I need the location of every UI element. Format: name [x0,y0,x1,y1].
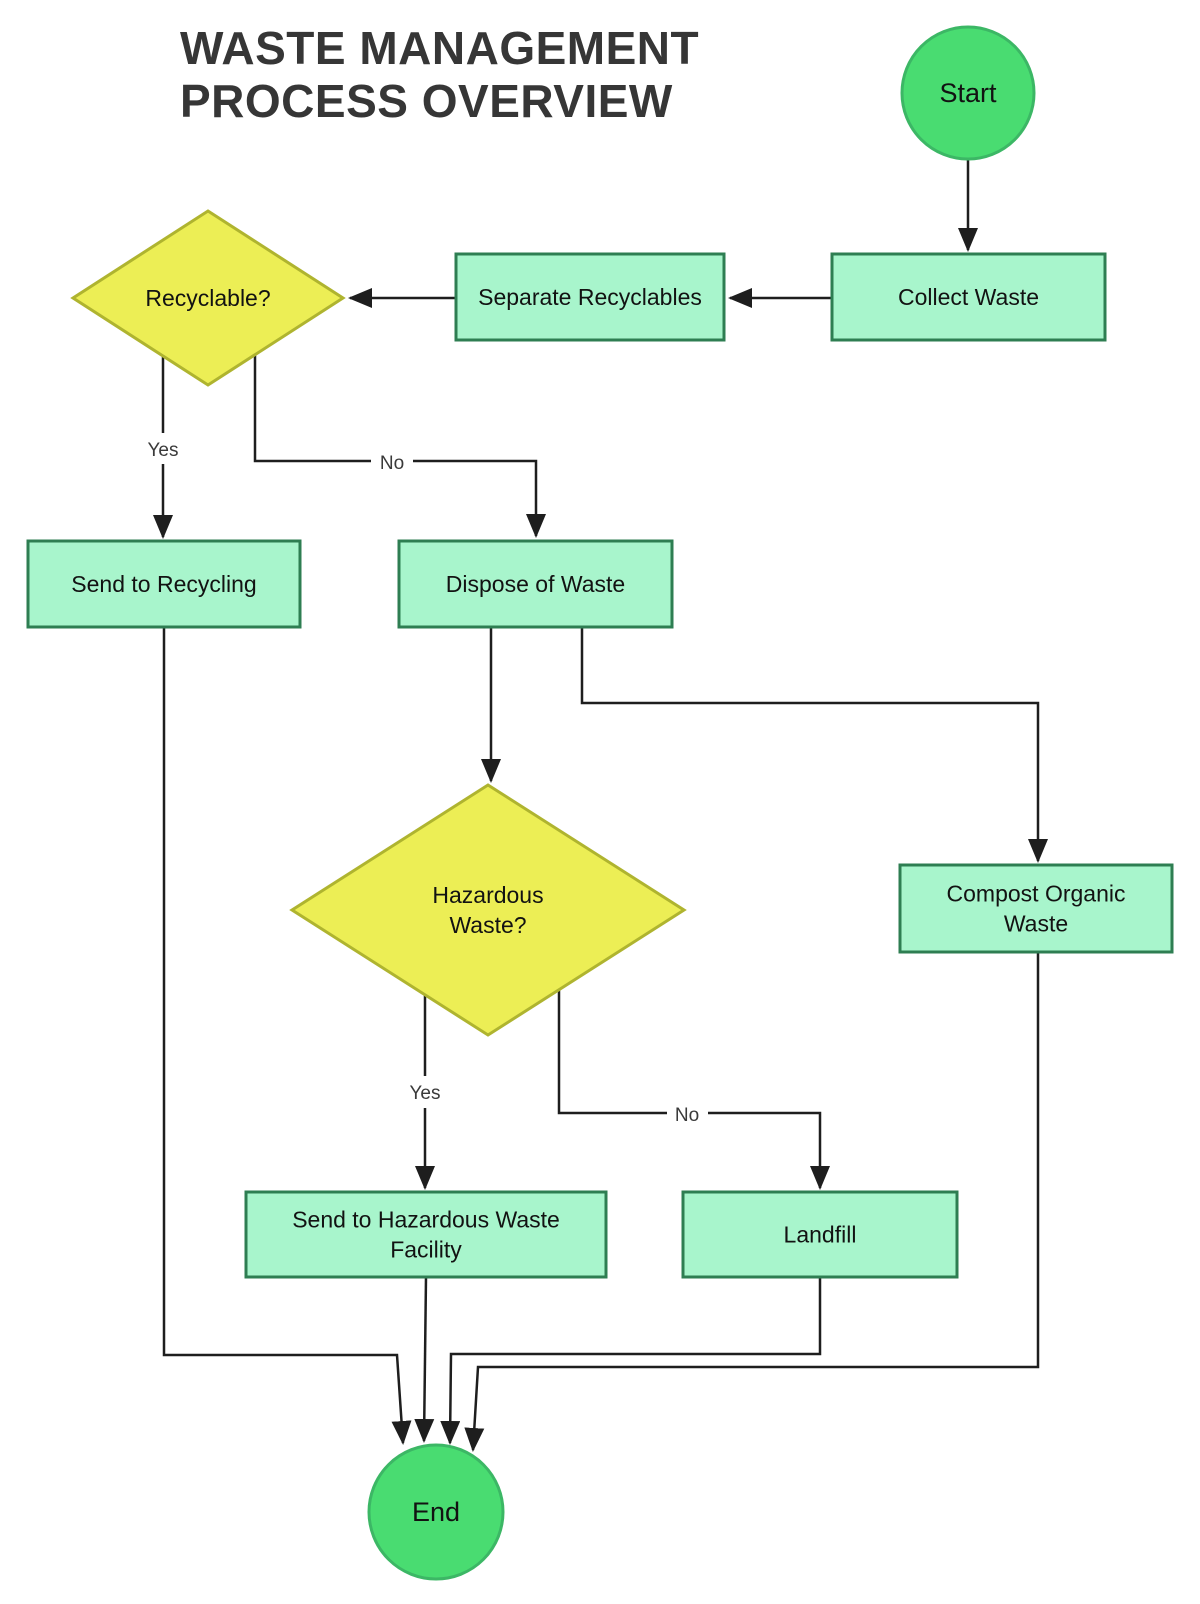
edge-recyclable-no-lower [413,459,546,538]
edge-compost-to-end [464,952,1040,1452]
edge-hazardous-no-upper [557,990,667,1115]
recyclable-label: Recyclable? [145,285,270,311]
dispose-shape [397,539,674,629]
edge-dispose-to-compost [580,627,1048,863]
recycling-label: Send to Recycling [71,571,256,597]
hazardous-shape [289,783,687,1037]
end-shape [367,1443,505,1581]
hazardous-yes-label: Yes [410,1083,441,1104]
recyclable-no-label: No [380,453,404,474]
start-label: Start [939,78,997,108]
separate-label: Separate Recyclables [478,284,702,310]
landfill-shape [681,1190,959,1279]
hazardous-no-label: No [675,1105,699,1126]
collect-shape [830,252,1107,342]
edge-facility-to-end [414,1276,435,1443]
compost-shape [898,863,1174,954]
start-shape [900,25,1036,161]
separate-shape [454,252,726,342]
edge-landfill-to-end [440,1277,822,1445]
page-title-line2: PROCESS OVERVIEW [180,75,673,127]
end-label: End [412,1497,460,1527]
landfill-label: Landfill [784,1222,857,1248]
page-title: WASTE MANAGEMENT PROCESS OVERVIEW [180,22,740,128]
recyclable-shape [70,209,346,387]
collect-label: Collect Waste [898,284,1039,310]
facility-shape [244,1190,608,1279]
dispose-label: Dispose of Waste [446,571,625,597]
edge-recycling-to-end [162,627,412,1445]
page-title-line1: WASTE MANAGEMENT [180,22,700,74]
edge-hazardous-no-lower [708,1111,830,1190]
edge-recyclable-no-upper [253,355,371,463]
recycling-shape [26,539,302,629]
recyclable-yes-label: Yes [148,440,179,461]
